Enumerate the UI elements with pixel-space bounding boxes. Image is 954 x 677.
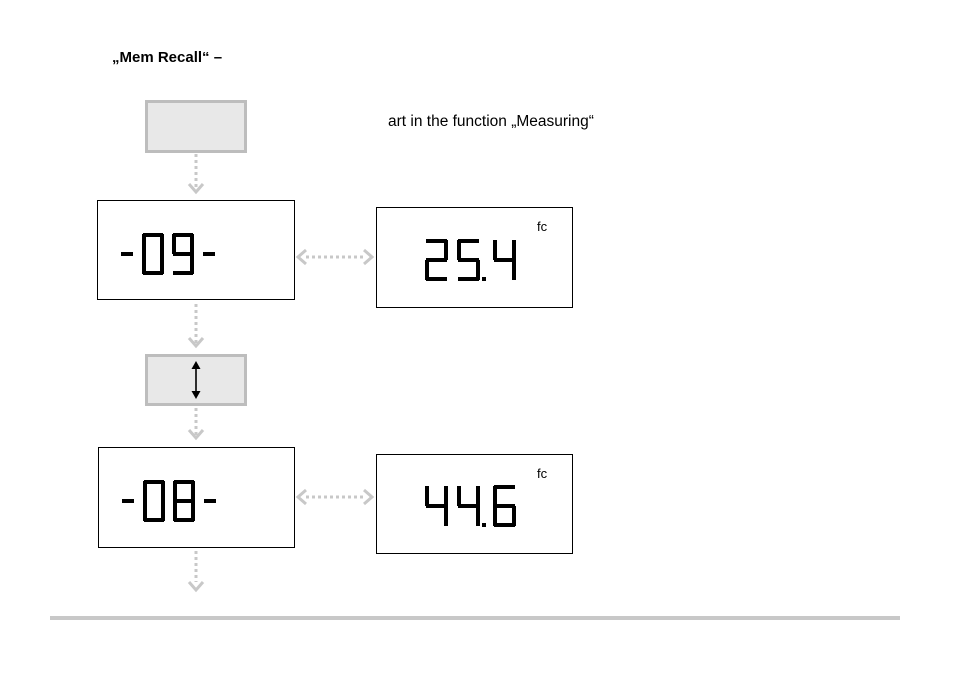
lcd-segment-d [458,277,479,281]
lcd-segment-f [425,486,429,506]
lcd-memory-slot-1: -09- [97,200,295,300]
lcd-segment-d [173,271,193,275]
start-note: art in the function „Measuring“ [388,113,594,130]
lcd-segment-g [203,252,215,256]
lcd-segment-f [143,481,147,501]
arrowhead-down [187,183,205,195]
lcd-segment-c [512,260,516,280]
unit-label: fc [537,466,548,481]
lcd-segment-g [426,504,447,508]
lcd-segment-e [425,260,429,280]
up-down-arrow-icon [191,361,201,399]
lcd-segment-b [444,486,448,506]
arrowhead-down [187,429,205,441]
lcd-segment-e [143,501,147,521]
segment-display-reading-2 [425,485,516,527]
lcd-segment-a [458,239,479,243]
arrowhead-left [295,248,307,266]
lcd-segment-c [476,260,480,280]
lcd-segment-b [512,240,516,260]
decimal-point [482,523,486,527]
unit-label: fc [537,219,548,234]
lcd-segment-f [142,234,146,254]
arrowhead-right [363,248,375,266]
lcd-segment-c [191,501,195,521]
lcd-segment-d [143,271,163,275]
footer-rule [50,616,900,620]
lcd-segment-g [494,504,515,508]
lcd-segment-g [174,499,194,503]
lcd-segment-c [161,501,165,521]
lcd-segment-c [444,506,448,526]
decimal-point [482,277,486,281]
lcd-segment-c [476,506,480,526]
lcd-segment-f [173,481,177,501]
lcd-segment-e [493,506,497,526]
lcd-segment-f [493,240,497,260]
lcd-segment-f [172,234,176,254]
page-title: „Mem Recall“ – [112,49,223,66]
lcd-segment-g [173,252,193,256]
lcd-segment-a [494,485,515,489]
lcd-segment-f [457,486,461,506]
segment-display-slot-1 [121,233,215,275]
lcd-segment-f [493,486,497,506]
lcd-segment-g [122,499,134,503]
lcd-segment-e [142,254,146,274]
arrowhead-down [187,337,205,349]
lcd-segment-d [494,523,515,527]
lcd-segment-g [426,258,447,262]
segment-display-reading-1 [425,239,516,281]
lcd-segment-g [121,252,133,256]
lcd-segment-g [458,504,479,508]
lcd-segment-c [190,254,194,274]
lcd-reading-2: fc 44.6 [376,454,573,554]
lcd-segment-a [143,233,163,237]
arrowhead-left [295,488,307,506]
lcd-reading-1: fc 25.4 [376,207,573,308]
arrowhead-right [363,488,375,506]
lcd-segment-g [494,258,515,262]
lcd-segment-c [512,506,516,526]
lcd-segment-f [457,240,461,260]
lcd-segment-a [144,480,164,484]
segment-display-slot-2 [122,480,216,522]
key-up-down[interactable] [145,354,247,406]
lcd-segment-d [174,518,194,522]
lcd-segment-b [161,481,165,501]
lcd-segment-d [144,518,164,522]
lcd-segment-b [191,481,195,501]
lcd-segment-c [160,254,164,274]
lcd-segment-d [426,277,447,281]
arrowhead-down [187,581,205,593]
lcd-segment-b [190,234,194,254]
lcd-memory-slot-2: -08- [98,447,295,548]
lcd-segment-a [174,480,194,484]
lcd-segment-b [476,486,480,506]
key-blank[interactable] [145,100,247,153]
lcd-segment-b [160,234,164,254]
lcd-segment-a [426,239,447,243]
lcd-segment-e [173,501,177,521]
lcd-segment-g [204,499,216,503]
lcd-segment-b [444,240,448,260]
lcd-segment-g [458,258,479,262]
lcd-segment-a [173,233,193,237]
